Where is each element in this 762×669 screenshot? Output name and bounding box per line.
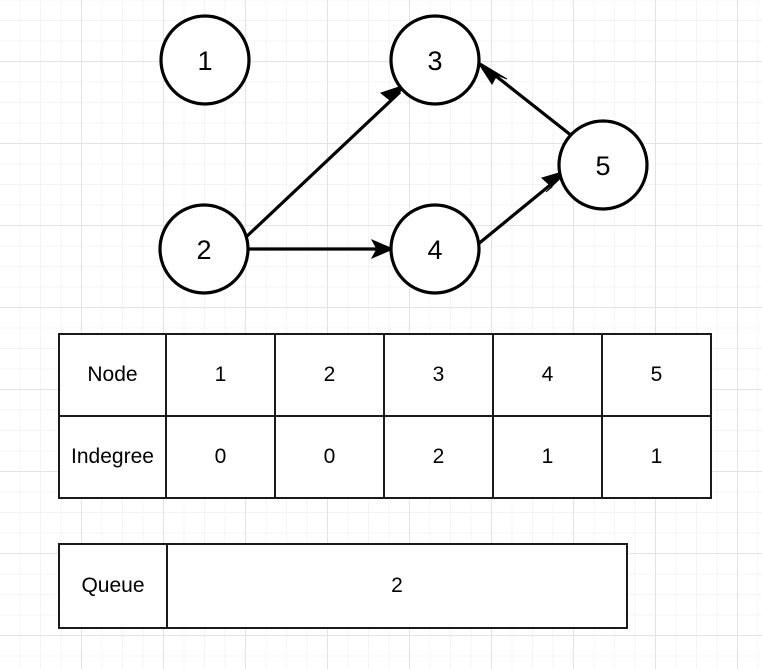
graph-node-3[interactable]: 3 [389, 14, 481, 106]
edge-2-to-3 [243, 83, 409, 240]
indegree-cell-4: 1 [492, 415, 603, 499]
graph-node-3-circle[interactable] [389, 14, 481, 106]
node-cell-1: 1 [165, 333, 276, 417]
edge-5-to-3-arrowhead [476, 60, 508, 85]
indegree-table: Node 1 2 3 4 5 Indegree 0 0 2 1 1 [58, 333, 712, 499]
graph-node-5-circle[interactable] [557, 119, 649, 211]
indegree-cell-2: 0 [274, 415, 385, 499]
graph-node-1-label: 1 [197, 46, 212, 76]
directed-graph-canvas: 1 2 3 4 5 [158, 14, 649, 295]
node-cell-4: 4 [492, 333, 603, 417]
indegree-cell-1: 0 [165, 415, 276, 499]
edge-2-to-4-arrowhead [370, 238, 395, 260]
table-row-indegree: Indegree 0 0 2 1 1 [58, 415, 712, 499]
edge-4-to-5 [475, 169, 570, 247]
indegree-cell-3: 2 [383, 415, 494, 499]
graph-node-2[interactable]: 2 [158, 203, 250, 295]
edge-2-to-4 [248, 238, 395, 260]
queue-contents: 2 [391, 574, 403, 597]
node-cell-2: 2 [274, 333, 385, 417]
graph-node-4-circle[interactable] [389, 203, 481, 295]
edge-5-to-3-line [486, 67, 573, 138]
graph-node-5[interactable]: 5 [557, 119, 649, 211]
edge-4-to-5-line [475, 175, 562, 247]
edge-2-to-3-line [243, 90, 402, 240]
graph-edges [243, 60, 573, 260]
indegree-cell-5: 1 [601, 415, 712, 499]
graph-node-2-circle[interactable] [158, 203, 250, 295]
table-row-header-node: Node [58, 333, 167, 417]
graph-nodes: 1 2 3 4 5 [158, 14, 649, 295]
table-row-node: Node 1 2 3 4 5 [58, 333, 712, 417]
queue-label: Queue [60, 545, 168, 627]
node-cell-5: 5 [601, 333, 712, 417]
graph-node-1-circle[interactable] [159, 14, 251, 106]
graph-node-4[interactable]: 4 [389, 203, 481, 295]
queue-box: Queue 2 [58, 543, 628, 629]
edge-5-to-3 [476, 60, 573, 138]
graph-node-2-label: 2 [196, 235, 211, 265]
table-row-header-indegree: Indegree [58, 415, 167, 499]
graph-node-1[interactable]: 1 [159, 14, 251, 106]
graph-node-3-label: 3 [427, 46, 442, 76]
graph-node-5-label: 5 [595, 151, 610, 181]
graph-node-4-label: 4 [427, 235, 442, 265]
node-cell-3: 3 [383, 333, 494, 417]
